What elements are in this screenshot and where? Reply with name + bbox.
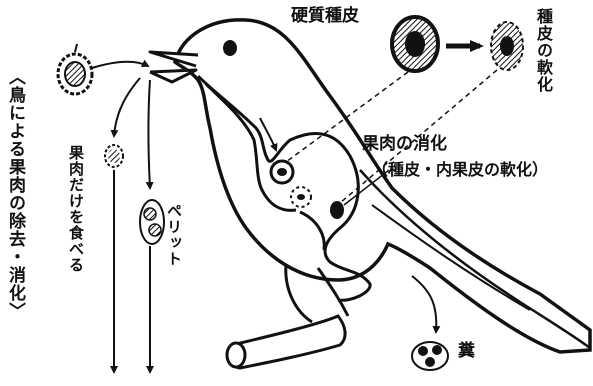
eye: [223, 40, 237, 56]
pellet-arrow: [149, 80, 151, 188]
fruit-to-beak-arrow: [92, 62, 148, 68]
softening-label: 種皮の軟化: [535, 8, 551, 93]
flesh-only-label: 果肉だけを食べる: [68, 145, 83, 273]
digestion-sub-label: （種皮・内果皮の軟化）: [372, 162, 548, 178]
pellet-label: ペリット: [166, 203, 181, 267]
side-title-label: 〈鳥による果肉の除去・消化〉: [6, 68, 23, 320]
seed-coat-label: 硬質種皮: [291, 8, 359, 25]
digestion-label: 果肉の消化: [362, 136, 447, 153]
pellet: [140, 200, 164, 244]
feces: [412, 342, 448, 370]
feces-arrow: [412, 276, 436, 332]
gut-seed-lower: [330, 201, 344, 219]
bird-body: [175, 20, 590, 352]
flesh-only-arrow: [114, 78, 140, 136]
feces-label: 糞: [458, 343, 475, 360]
